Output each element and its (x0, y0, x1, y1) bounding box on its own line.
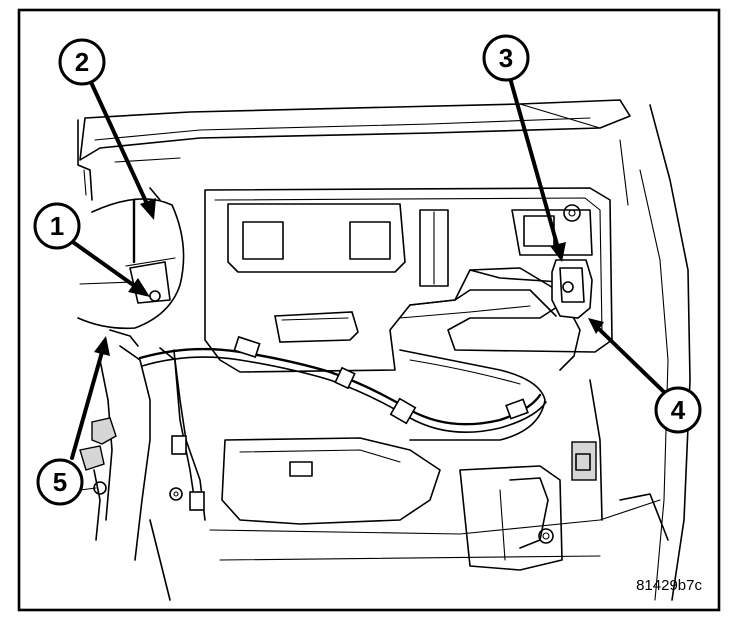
figure-id-label: 81429b7c (636, 577, 702, 594)
callout-leaders (68, 76, 666, 460)
callout-1-label: 1 (50, 211, 64, 241)
door-panel-artwork (77, 99, 691, 601)
callout-2-label: 2 (75, 47, 89, 77)
callout-5: 5 (36, 458, 84, 506)
leader-arrow-3 (508, 76, 560, 250)
leader-arrow-1 (68, 238, 138, 289)
callout-1: 1 (33, 202, 81, 250)
leader-arrow-5 (70, 350, 104, 460)
leader-arrow-4 (598, 328, 666, 394)
callout-3: 3 (482, 34, 530, 82)
callout-5-label: 5 (53, 467, 67, 497)
callout-4-label: 4 (671, 395, 686, 425)
callout-2: 2 (58, 38, 106, 86)
callout-4: 4 (654, 386, 702, 434)
callout-3-label: 3 (499, 43, 513, 73)
leader-arrow-2 (88, 78, 150, 208)
